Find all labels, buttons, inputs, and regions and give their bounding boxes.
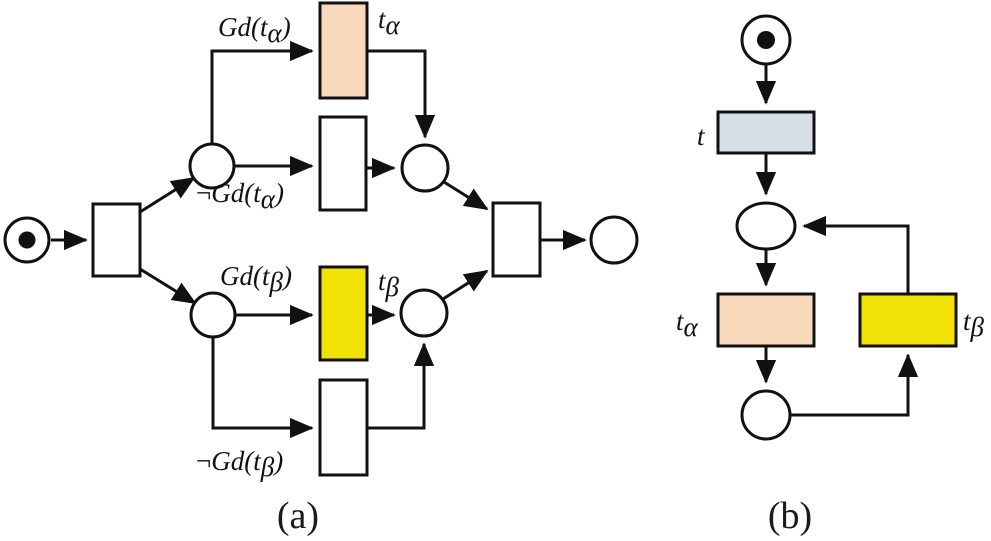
place-branch-alpha[interactable] [188, 142, 236, 190]
place-merge-beta[interactable] [399, 288, 449, 338]
place-merge-alpha[interactable] [400, 143, 450, 193]
transition-not-guard-beta[interactable] [318, 378, 369, 477]
arc-split-to-branch-beta [139, 267, 197, 305]
panel-b-group: t tα tβ [676, 14, 985, 441]
transition-t[interactable] [716, 110, 816, 155]
arc-t-beta-b-to-mid-b [802, 215, 910, 294]
arc-t-alpha-to-merge-alpha [367, 49, 436, 139]
label-t-alpha: tα [378, 4, 401, 40]
arc-branch-alpha-to-t-alpha [210, 40, 314, 144]
place-bottom-b[interactable] [740, 389, 792, 441]
label-t-beta: tβ [378, 266, 400, 302]
place-mid-b[interactable] [735, 201, 797, 251]
arc-split-to-branch-alpha [139, 176, 196, 214]
transition-split[interactable] [91, 202, 142, 278]
arc-merge-beta-to-join [442, 269, 489, 301]
label-t-alpha-b: tα [676, 306, 699, 342]
arc-merge-alpha-to-join [443, 180, 489, 211]
transition-not-guard-alpha[interactable] [318, 115, 368, 212]
arc-branch-beta-to-not-guard-beta [211, 337, 314, 439]
place-branch-beta[interactable] [189, 291, 237, 339]
label-t-beta-b: tβ [963, 306, 985, 342]
label-t: t [697, 121, 706, 151]
panel-a-group: Gd(tα) ¬Gd(tα) Gd(tβ) ¬Gd(tβ) tα tβ [3, 1, 639, 482]
place-sink-a[interactable] [589, 215, 639, 265]
not-guard-alpha-label: ¬Gd(tα) [196, 178, 284, 214]
not-guard-beta-label: ¬Gd(tβ) [196, 446, 283, 482]
arc-bottom-b-to-t-beta-b [790, 353, 919, 417]
guard-alpha-label: Gd(tα) [218, 12, 291, 48]
transition-t-beta-b[interactable] [858, 292, 958, 348]
arc-not-guard-beta-to-merge-beta [367, 342, 435, 430]
panel-caption-b: (b) [768, 495, 812, 537]
panel-caption-a: (a) [277, 495, 319, 537]
guard-beta-label: Gd(tβ) [220, 261, 292, 297]
transition-t-alpha-b[interactable] [716, 292, 816, 348]
transition-t-beta[interactable] [318, 265, 369, 362]
token-source-b [757, 31, 775, 49]
transition-join[interactable] [491, 201, 542, 278]
token-source-a [18, 231, 36, 249]
transition-t-alpha[interactable] [318, 1, 369, 100]
